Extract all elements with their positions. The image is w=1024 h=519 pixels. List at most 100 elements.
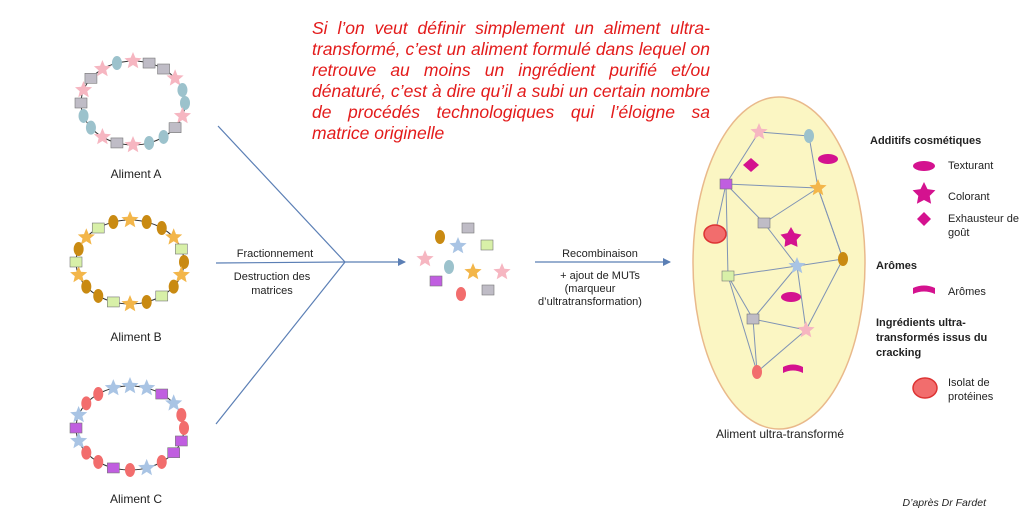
oval-shape	[156, 454, 167, 469]
square-shape	[461, 222, 475, 234]
star-shape	[93, 60, 111, 77]
oval-shape	[81, 279, 92, 294]
oval-shape	[93, 454, 104, 469]
square-shape	[107, 296, 120, 308]
result-label: Aliment ultra-transformé	[715, 427, 845, 441]
oval-shape	[108, 215, 119, 230]
legend-ingredients-title: Ingrédients ultra-transformés issus du c…	[876, 317, 988, 359]
oval-shape	[81, 445, 92, 460]
aliment-b-matrix	[69, 211, 190, 312]
oval-shape	[456, 287, 466, 301]
isolat-node	[703, 224, 727, 244]
square-shape	[142, 57, 156, 69]
oval-shape	[180, 96, 190, 110]
star-shape	[464, 263, 482, 280]
ultra-processed-food	[692, 96, 866, 430]
square-shape	[481, 284, 495, 296]
star-shape	[70, 432, 88, 449]
exhausteur-node	[743, 158, 759, 172]
legend-colorant-icon	[912, 182, 936, 204]
star-shape	[70, 406, 88, 423]
legend-isolat: Isolat de protéines	[948, 377, 994, 403]
step1-label-bottom: Destruction des matrices	[233, 271, 311, 297]
star-shape	[788, 257, 806, 274]
legend-aromes-title: Arômes	[876, 260, 917, 272]
aliment-c-matrix	[69, 377, 189, 477]
oval-shape	[93, 288, 104, 303]
label-aliment-b: Aliment B	[110, 330, 162, 344]
oval-shape	[78, 108, 89, 123]
oval-shape	[111, 56, 122, 71]
network-link	[725, 183, 765, 224]
oval-shape	[81, 396, 92, 411]
oval-shape	[179, 421, 189, 435]
oval-shape	[158, 129, 169, 144]
label-aliment-c: Aliment C	[109, 492, 162, 506]
network-nodes	[703, 123, 848, 379]
arrow-from-aliment-c	[215, 261, 346, 425]
star-shape	[165, 228, 183, 245]
star-shape	[70, 266, 88, 283]
star-shape	[449, 237, 467, 254]
star-shape	[750, 123, 768, 140]
network-link	[727, 265, 798, 277]
star-shape	[121, 295, 139, 312]
oval-shape	[156, 221, 167, 236]
oval-shape	[444, 260, 454, 274]
star-shape	[77, 228, 95, 245]
network-link	[763, 187, 819, 224]
credit: D’après Dr Fardet	[902, 497, 986, 509]
square-shape	[480, 239, 494, 251]
legend-exhausteur-icon	[917, 212, 931, 226]
label-aliment-a: Aliment A	[110, 167, 162, 181]
star-shape	[797, 321, 815, 338]
oval-shape	[838, 252, 848, 266]
network-link	[727, 275, 758, 373]
network-link	[727, 275, 754, 320]
square-shape	[429, 275, 443, 287]
oval-shape	[752, 365, 762, 379]
star-shape	[121, 211, 139, 228]
star-shape	[416, 250, 434, 267]
legend-texturant-icon	[913, 161, 935, 171]
network-link	[758, 131, 810, 137]
star-shape	[138, 458, 156, 476]
network-link	[817, 187, 844, 260]
texturant-node-2	[781, 292, 801, 302]
star-shape	[172, 266, 190, 283]
square-shape	[110, 137, 124, 149]
square-shape	[175, 435, 188, 447]
network-link	[725, 183, 729, 277]
step2-label-line2: (marqueur d’ultratransformation)	[538, 283, 642, 308]
legend-aromes: Arômes	[948, 286, 986, 298]
colorant-node	[780, 227, 802, 247]
legend-colorant: Colorant	[948, 191, 990, 203]
network-link	[756, 329, 807, 373]
star-shape	[124, 52, 142, 69]
fragmented-ingredients	[416, 222, 511, 301]
square-shape	[757, 217, 771, 229]
star-shape	[173, 107, 191, 124]
network-link	[725, 183, 819, 189]
network-link	[796, 258, 844, 267]
legend-exhausteur: Exhausteur de goût	[948, 213, 1019, 239]
oval-shape	[177, 83, 188, 98]
square-shape	[155, 290, 169, 302]
legend-additifs-title: Additifs cosmétiques	[870, 135, 982, 147]
network-link	[752, 265, 798, 320]
star-shape	[121, 377, 139, 394]
legend-texturant: Texturant	[948, 160, 994, 172]
star-shape	[93, 128, 111, 145]
star-shape	[104, 379, 122, 396]
texturant-node	[818, 154, 838, 164]
square-shape	[746, 313, 760, 325]
oval-shape	[804, 129, 814, 143]
oval-shape	[73, 242, 84, 257]
square-shape	[167, 447, 180, 458]
oval-shape	[179, 255, 189, 269]
oval-shape	[176, 408, 187, 423]
oval-shape	[125, 463, 135, 477]
network-link	[725, 131, 760, 185]
square-shape	[721, 270, 735, 282]
star-shape	[75, 81, 93, 98]
